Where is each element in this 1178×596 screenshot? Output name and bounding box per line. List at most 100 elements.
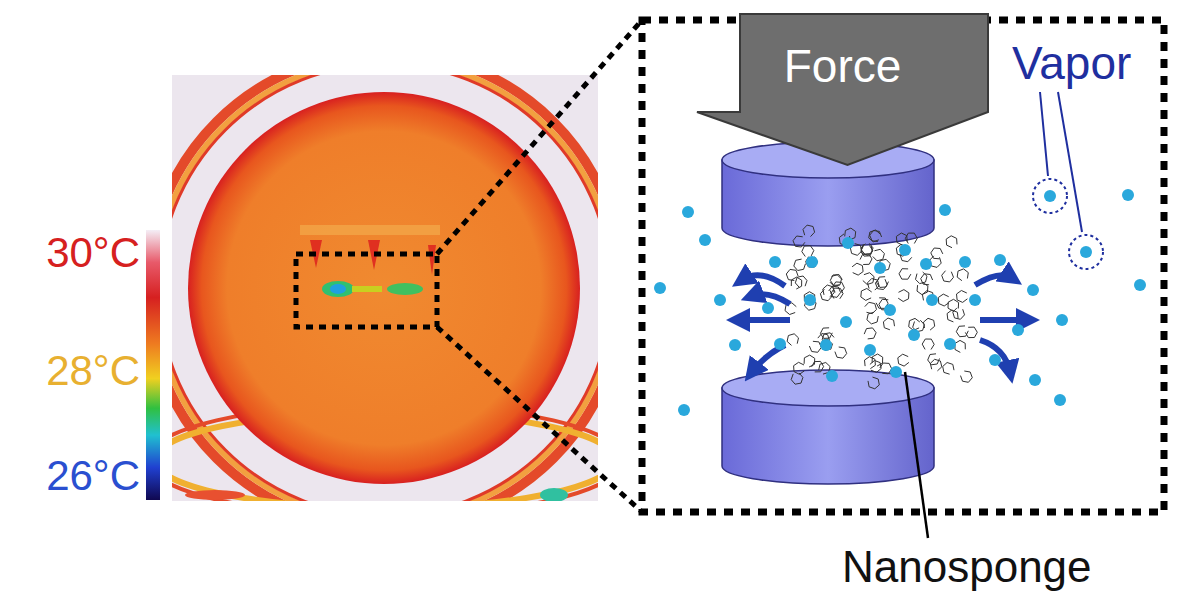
- network-strand: [898, 290, 909, 302]
- network-strand: [795, 276, 807, 287]
- vapor-molecule: [682, 206, 694, 218]
- network-strand: [943, 363, 954, 375]
- thermal-image: [172, 75, 598, 501]
- network-strand: [835, 347, 847, 358]
- vapor-molecules: [654, 189, 1146, 416]
- network-strand: [870, 231, 882, 242]
- molecule-highlight: [1069, 235, 1103, 269]
- vapor-molecule: [840, 316, 852, 328]
- vapor-arrows: [738, 275, 1028, 372]
- vapor-molecule: [1044, 190, 1056, 202]
- vapor-molecule: [1027, 284, 1039, 296]
- network-strand: [852, 263, 863, 275]
- vapor-molecule: [1134, 279, 1146, 291]
- network-strand: [833, 282, 845, 293]
- vapor-molecule: [989, 354, 1001, 366]
- network-strand: [806, 257, 818, 268]
- vapor-molecule: [959, 256, 971, 268]
- network-strand: [821, 339, 833, 350]
- vapor-molecule: [969, 294, 981, 306]
- leader-line: [1040, 92, 1048, 176]
- network-strand: [860, 254, 872, 265]
- color-bar: [146, 230, 160, 500]
- force-arrow: Force: [695, 12, 990, 167]
- network-strand: [794, 362, 805, 374]
- vapor-molecule: [890, 366, 902, 378]
- network-strand: [947, 310, 958, 322]
- network-strand: [948, 299, 959, 311]
- network-strand: [916, 272, 928, 284]
- network-strand: [873, 249, 885, 260]
- network-strand: [864, 328, 876, 339]
- vapor-molecule: [874, 262, 886, 274]
- network-strand: [957, 291, 968, 303]
- scale-label: 30°C: [46, 232, 140, 274]
- molecule-highlight: [1033, 179, 1067, 213]
- vapor-molecule: [899, 244, 911, 256]
- vapor-molecule: [1080, 246, 1092, 258]
- network-strand: [787, 334, 798, 346]
- vapor-molecule: [806, 256, 818, 268]
- vapor-label: Vapor: [1012, 40, 1131, 86]
- vapor-molecule: [842, 237, 854, 249]
- vapor-molecule: [939, 204, 951, 216]
- vapor-molecule: [804, 294, 816, 306]
- leader-line: [905, 372, 928, 538]
- scale-label: 28°C: [46, 350, 140, 392]
- vapor-molecule: [944, 338, 956, 350]
- network-strand: [865, 357, 876, 369]
- vapor-molecule: [1012, 324, 1024, 336]
- vapor-molecule: [820, 339, 832, 351]
- network-strand: [957, 269, 968, 281]
- network-strand: [791, 373, 803, 384]
- vapor-molecule: [1056, 314, 1068, 326]
- vapor-molecule: [762, 302, 774, 314]
- network-strand: [803, 225, 815, 237]
- network-strand: [922, 339, 934, 350]
- vapor-molecule: [908, 329, 920, 341]
- network-strand: [793, 236, 805, 247]
- network-strand: [830, 275, 842, 287]
- network-strand: [924, 318, 935, 330]
- network-strand: [956, 326, 968, 337]
- network-strand: [865, 302, 877, 313]
- vapor-molecule: [920, 258, 932, 270]
- vapor-molecule: [826, 370, 838, 382]
- vapor-molecule: [699, 234, 711, 246]
- network-strand: [946, 236, 957, 248]
- network-strand: [930, 359, 942, 371]
- zoom-region: [296, 254, 437, 327]
- network-strand: [955, 340, 965, 352]
- network-strand: [830, 275, 842, 286]
- vapor-molecule: [714, 294, 726, 306]
- bottom-plate: [722, 370, 934, 484]
- network-strand: [953, 308, 965, 320]
- vapor-molecule: [1054, 394, 1066, 406]
- network-strand: [812, 361, 824, 372]
- network-strand: [898, 354, 909, 366]
- vapor-molecule: [654, 282, 666, 294]
- vapor-molecule: [774, 338, 786, 350]
- network-strand: [875, 278, 887, 289]
- vapor-molecule: [864, 344, 876, 356]
- network-strand: [861, 243, 873, 254]
- network-strand: [917, 283, 928, 295]
- network-strand: [931, 248, 943, 259]
- nanosponge-network: [785, 225, 977, 389]
- vapor-molecule: [926, 294, 938, 306]
- vapor-molecule: [994, 254, 1006, 266]
- network-strand: [899, 269, 911, 280]
- network-strand: [820, 289, 832, 300]
- zoom-leader: [437, 20, 642, 254]
- network-strand: [883, 318, 894, 330]
- network-strand: [938, 294, 949, 306]
- leader-line: [1058, 92, 1082, 232]
- network-strand: [872, 354, 883, 366]
- vapor-molecule: [1029, 374, 1041, 386]
- network-strand: [794, 259, 806, 270]
- network-strand: [928, 354, 940, 365]
- vapor-molecule: [678, 404, 690, 416]
- arrow-shape: [695, 12, 990, 167]
- vapor-molecule: [884, 304, 896, 316]
